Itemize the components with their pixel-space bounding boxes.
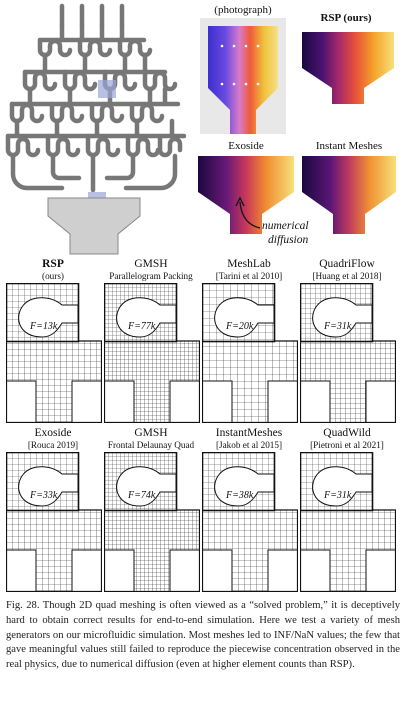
instant-meshes-concentration-image: [302, 156, 396, 234]
mesh-subtitle: [Huang et al 2018]: [312, 271, 382, 281]
mesh-title: GMSH: [134, 258, 168, 270]
mesh-title: QuadriFlow: [319, 258, 375, 270]
mesh-subtitle: [Pietroni et al 2021]: [310, 440, 384, 450]
element-count: F=31k: [324, 490, 352, 501]
element-count: F=33k: [30, 490, 58, 501]
mesh-image: [202, 452, 298, 592]
mesh-image: [6, 283, 102, 423]
mesh-title: InstantMeshes: [215, 427, 283, 439]
element-count: F=38k: [226, 490, 254, 501]
diffusion-arrow: [235, 196, 261, 229]
mesh-title: GMSH: [134, 427, 168, 439]
mesh-image: [202, 283, 298, 423]
mesh-image: [6, 452, 102, 592]
annotation-diffusion: diffusion: [268, 234, 309, 246]
mesh-title: RSP: [42, 258, 64, 270]
mesh-subtitle: Parallelogram Packing: [109, 271, 193, 281]
figure-caption: Fig. 28. Though 2D quad meshing is often…: [6, 600, 400, 671]
mesh-subtitle: [Jakob et al 2015]: [215, 440, 283, 450]
rsp-concentration-image: [302, 32, 394, 104]
microfluidic-channel-diagram: [5, 3, 187, 255]
rsp-label: RSP (ours): [320, 12, 372, 24]
mesh-image: [300, 283, 396, 423]
photo-label: (photograph): [214, 4, 272, 16]
mesh-title: Exoside: [34, 427, 72, 439]
element-count: F=20k: [226, 321, 254, 332]
element-count: F=13k: [30, 321, 58, 332]
mesh-subtitle: [Rouca 2019]: [27, 440, 79, 450]
element-count: F=74k: [128, 490, 156, 501]
mesh-subtitle: Frontal Delaunay Quad: [107, 440, 195, 450]
mesh-title: MeshLab: [227, 258, 271, 270]
exoside-label: Exoside: [228, 140, 264, 152]
mesh-title: QuadWild: [323, 427, 371, 439]
element-count: F=31k: [324, 321, 352, 332]
exoside-concentration-image: [198, 156, 294, 234]
mesh-image: [104, 452, 200, 592]
annotation-numerical: numerical: [262, 220, 309, 232]
mesh-image: [300, 452, 396, 592]
mesh-subtitle: (ours): [42, 271, 64, 281]
instant-meshes-label: Instant Meshes: [315, 140, 383, 152]
mesh-subtitle: [Tarini et al 2010]: [215, 271, 283, 281]
element-count: F=77k: [128, 321, 156, 332]
mesh-image: [104, 283, 200, 423]
photograph-image: [200, 18, 286, 134]
